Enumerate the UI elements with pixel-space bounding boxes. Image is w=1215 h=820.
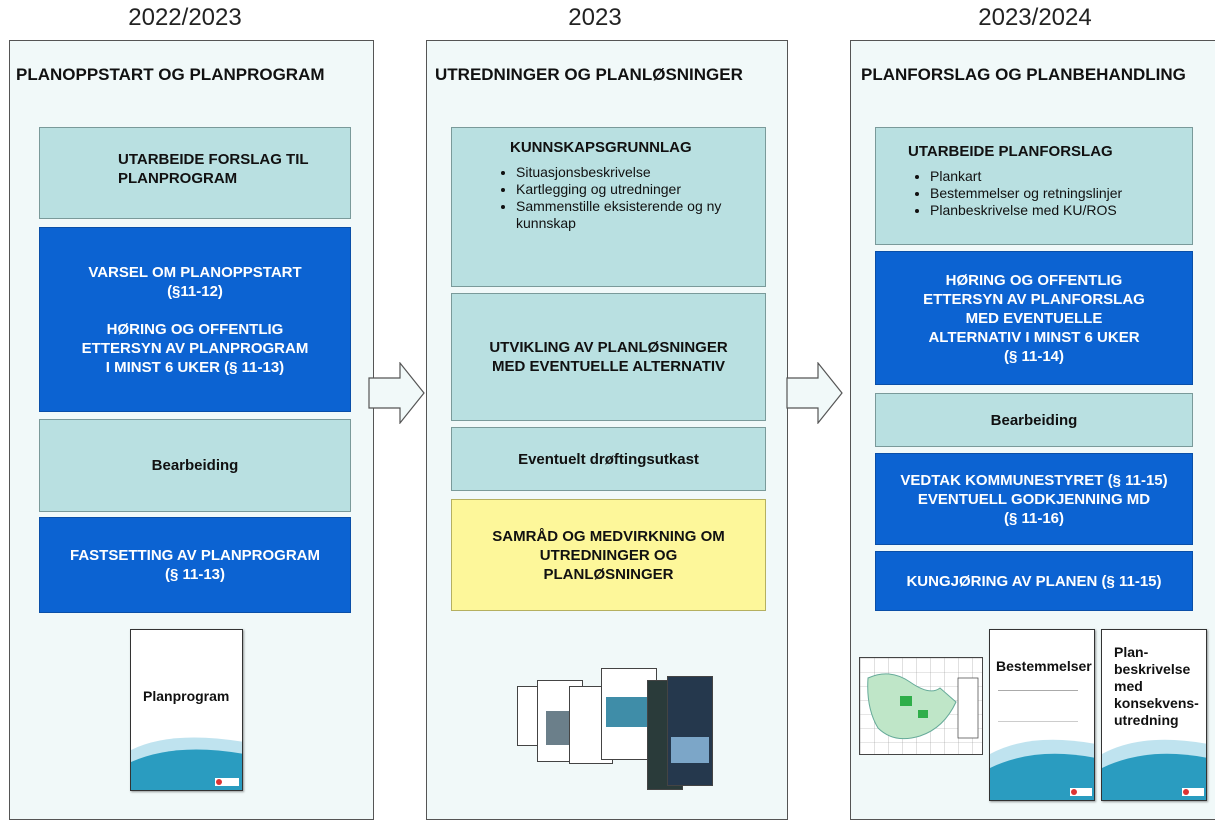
box-text: Bearbeiding bbox=[151, 457, 239, 474]
box-vedtak-kommunestyret: VEDTAK KOMMUNESTYRET (§ 11-15) EVENTUELL… bbox=[875, 453, 1193, 545]
column-title: PLANFORSLAG OG PLANBEHANDLING bbox=[861, 65, 1186, 84]
box-droftingsutkast: Eventuelt drøftingsutkast bbox=[451, 427, 766, 491]
box-horing-planforslag: HØRING OG OFFENTLIG ETTERSYN AV PLANFORS… bbox=[875, 251, 1193, 385]
box-kunnskapsgrunnlag: KUNNSKAPSGRUNNLAG Situasjonsbeskrivelse … bbox=[451, 127, 766, 287]
box-line: HØRING OG OFFENTLIG bbox=[945, 271, 1123, 289]
box-line: HØRING OG OFFENTLIG bbox=[106, 320, 284, 338]
document-bestemmelser-image: Bestemmelser bbox=[989, 629, 1095, 801]
box-line: ALTERNATIV I MINST 6 UKER bbox=[928, 328, 1140, 346]
box-line: (§ 11-16) bbox=[1003, 509, 1065, 527]
document-planbeskrivelse-image: Plan- beskrivelse med konsekvens- utredn… bbox=[1101, 629, 1207, 801]
document-text-lines bbox=[998, 690, 1078, 722]
year-label-3: 2023/2024 bbox=[978, 4, 1092, 31]
document-title: Planprogram bbox=[143, 688, 230, 704]
box-line: MED EVENTUELLE ALTERNATIV bbox=[491, 358, 726, 375]
box-text: KUNGJØRING AV PLANEN (§ 11-15) bbox=[906, 572, 1162, 590]
column-planoppstart: PLANOPPSTART OG PLANPROGRAM UTARBEIDE FO… bbox=[9, 40, 374, 820]
bullet-item: Planbeskrivelse med KU/ROS bbox=[930, 202, 1215, 219]
report-thumbnail bbox=[537, 680, 583, 762]
box-text: UTARBEIDE FORSLAG TIL PLANPROGRAM bbox=[118, 151, 309, 187]
box-varsel-planoppstart: VARSEL OM PLANOPPSTART (§11-12) HØRING O… bbox=[39, 227, 351, 412]
box-line: EVENTUELL GODKJENNING MD bbox=[917, 490, 1151, 508]
reports-collage-image bbox=[517, 666, 717, 801]
box-bearbeiding: Bearbeiding bbox=[875, 393, 1193, 447]
report-thumbnail bbox=[667, 676, 713, 786]
box-utarbeide-planforslag: UTARBEIDE PLANFORSLAG Plankart Bestemmel… bbox=[875, 127, 1193, 245]
box-line: ETTERSYN AV PLANPROGRAM bbox=[81, 339, 309, 357]
year-label-1: 2022/2023 bbox=[128, 4, 242, 31]
bullet-list: Situasjonsbeskrivelse Kartlegging og utr… bbox=[482, 164, 766, 232]
bullet-list: Plankart Bestemmelser og retningslinjer … bbox=[896, 168, 1215, 219]
plan-map-image bbox=[859, 657, 983, 755]
arrow-right-icon bbox=[786, 362, 843, 424]
bullet-item: Kartlegging og utredninger bbox=[516, 181, 766, 198]
box-heading: KUNNSKAPSGRUNNLAG bbox=[510, 139, 692, 156]
box-text: Bearbeiding bbox=[990, 411, 1078, 429]
box-utvikling-planlosninger: UTVIKLING AV PLANLØSNINGER MED EVENTUELL… bbox=[451, 293, 766, 421]
bullet-item: Situasjonsbeskrivelse bbox=[516, 164, 766, 181]
arrow-right-icon bbox=[368, 362, 425, 424]
year-label-2: 2023 bbox=[568, 4, 622, 31]
box-line: UTREDNINGER OG bbox=[539, 546, 678, 564]
box-line: (§ 11-14) bbox=[1003, 347, 1065, 365]
doc-line: konsekvens- bbox=[1114, 695, 1199, 711]
box-line: UTVIKLING AV PLANLØSNINGER bbox=[489, 339, 728, 356]
box-line: (§ 11-13) bbox=[164, 566, 226, 583]
document-wave-icon bbox=[1102, 739, 1206, 800]
doc-line: med bbox=[1114, 678, 1143, 694]
document-wave-icon bbox=[990, 739, 1094, 800]
box-line: FASTSETTING AV PLANPROGRAM bbox=[69, 547, 320, 564]
doc-line: utredning bbox=[1114, 712, 1179, 728]
document-title: Plan- beskrivelse med konsekvens- utredn… bbox=[1114, 644, 1199, 729]
doc-line: Plan- bbox=[1114, 644, 1149, 660]
box-line: I MINST 6 UKER (§ 11-13) bbox=[105, 358, 285, 376]
box-kungjoring: KUNGJØRING AV PLANEN (§ 11-15) bbox=[875, 551, 1193, 611]
box-samrad-medvirkning: SAMRÅD OG MEDVIRKNING OM UTREDNINGER OG … bbox=[451, 499, 766, 611]
box-bearbeiding: Bearbeiding bbox=[39, 419, 351, 512]
box-line: SAMRÅD OG MEDVIRKNING OM bbox=[492, 527, 725, 545]
box-line: VARSEL OM PLANOPPSTART bbox=[88, 263, 302, 281]
document-wave-icon bbox=[131, 737, 242, 790]
box-fastsetting-planprogram: FASTSETTING AV PLANPROGRAM (§ 11-13) bbox=[39, 517, 351, 613]
document-title: Bestemmelser bbox=[996, 658, 1092, 674]
column-title: PLANOPPSTART OG PLANPROGRAM bbox=[16, 65, 325, 84]
box-utarbeide-planprogram: UTARBEIDE FORSLAG TIL PLANPROGRAM bbox=[39, 127, 351, 219]
box-heading: UTARBEIDE PLANFORSLAG bbox=[908, 143, 1113, 160]
box-text: Eventuelt drøftingsutkast bbox=[518, 450, 699, 468]
bullet-item: Bestemmelser og retningslinjer bbox=[930, 185, 1215, 202]
column-utredninger: UTREDNINGER OG PLANLØSNINGER KUNNSKAPSGR… bbox=[426, 40, 788, 820]
bullet-item: Plankart bbox=[930, 168, 1215, 185]
box-line: PLANLØSNINGER bbox=[543, 565, 674, 583]
map-icon bbox=[860, 658, 982, 754]
doc-line: beskrivelse bbox=[1114, 661, 1191, 677]
column-planforslag: PLANFORSLAG OG PLANBEHANDLING UTARBEIDE … bbox=[850, 40, 1215, 820]
bullet-item: Sammenstille eksisterende og ny kunnskap bbox=[516, 198, 766, 232]
box-line: (§11-12) bbox=[167, 282, 223, 300]
document-planprogram-image: Planprogram bbox=[130, 629, 243, 791]
box-line: ETTERSYN AV PLANFORSLAG bbox=[923, 290, 1145, 308]
box-line: VEDTAK KOMMUNESTYRET (§ 11-15) bbox=[900, 471, 1168, 489]
column-title: UTREDNINGER OG PLANLØSNINGER bbox=[435, 65, 743, 84]
box-line: MED EVENTUELLE bbox=[965, 309, 1103, 327]
